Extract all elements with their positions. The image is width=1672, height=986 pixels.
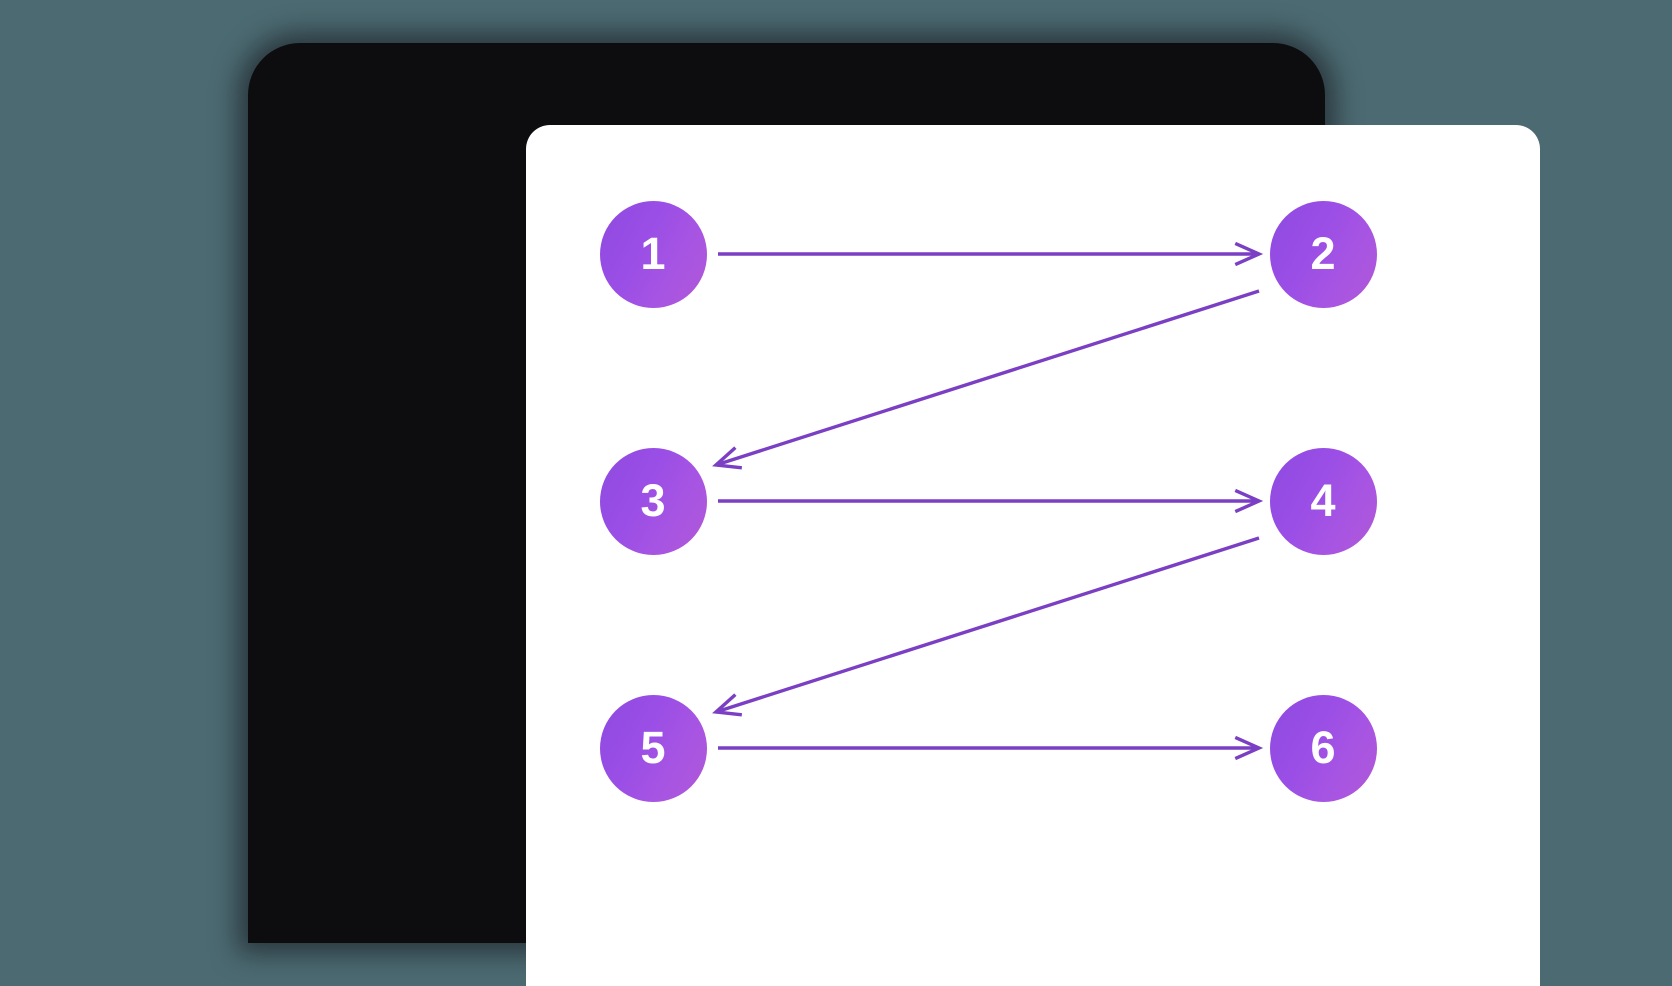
node-label: 4: [1310, 474, 1336, 526]
node-label: 5: [640, 721, 666, 773]
screenshot-stage: 1 2 3 4 5 6: [248, 43, 1540, 986]
diagram-node-3[interactable]: 3: [599, 447, 707, 555]
diagram-edge: [718, 735, 1264, 761]
arrowhead-icon: [712, 446, 743, 470]
diagram-node-2[interactable]: 2: [1269, 200, 1377, 308]
arrowhead-icon: [712, 693, 743, 717]
diagram-edge: [712, 289, 1260, 470]
arrowhead-icon: [1234, 241, 1264, 267]
diagram-node-1[interactable]: 1: [599, 200, 707, 308]
node-label: 6: [1310, 721, 1336, 773]
node-label: 1: [640, 227, 666, 279]
device-frame: 1 2 3 4 5 6: [248, 43, 1540, 986]
diagram-edge: [718, 241, 1264, 267]
arrowhead-icon: [1234, 488, 1264, 514]
diagram-edge: [712, 536, 1260, 717]
arrowhead-icon: [1234, 735, 1264, 761]
node-label: 3: [640, 474, 666, 526]
diagram-node-5[interactable]: 5: [599, 694, 707, 802]
edge-layer: [712, 241, 1264, 761]
diagram-node-6[interactable]: 6: [1269, 694, 1377, 802]
node-label: 2: [1310, 227, 1336, 279]
diagram-edge: [718, 488, 1264, 514]
device-screen: 1 2 3 4 5 6: [526, 125, 1540, 986]
diagram-node-4[interactable]: 4: [1269, 447, 1377, 555]
diagram-canvas: 1 2 3 4 5 6: [526, 125, 1540, 986]
